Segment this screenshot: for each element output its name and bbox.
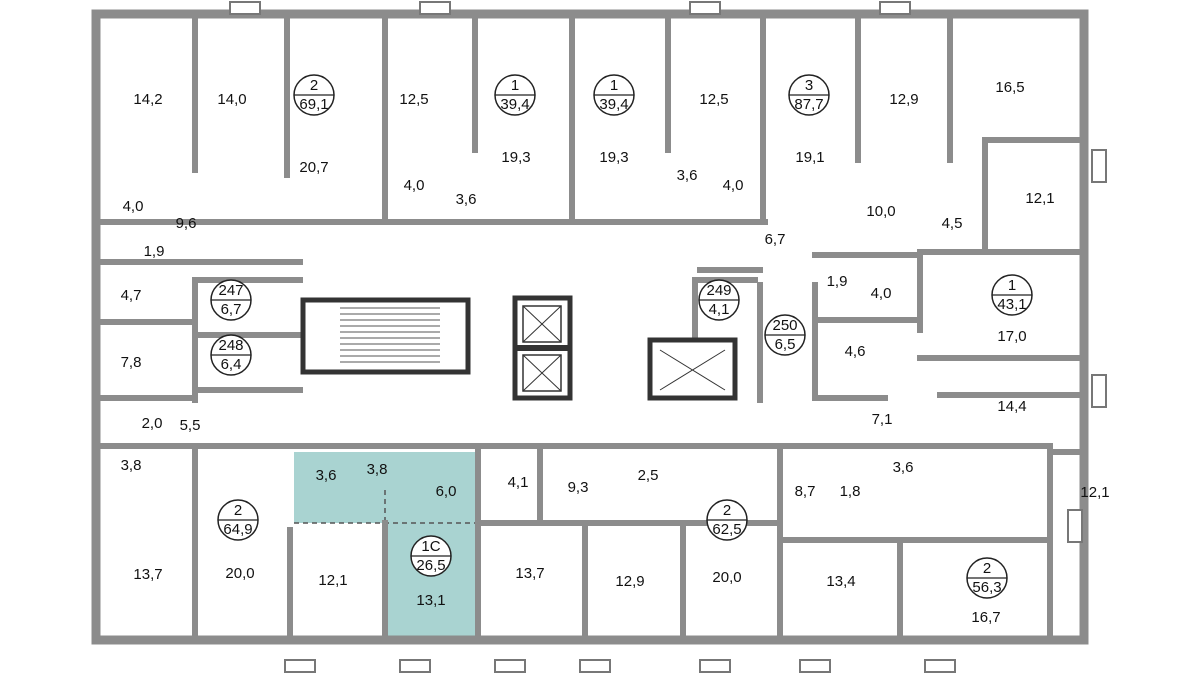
room-area-label: 4,7 bbox=[121, 287, 142, 304]
room-area-label: 4,1 bbox=[508, 474, 529, 491]
apartment-badge[interactable]: 256,3 bbox=[966, 557, 1008, 599]
apartment-badge-area: 26,5 bbox=[416, 557, 445, 574]
common-room-badge-area: 6,7 bbox=[221, 301, 242, 318]
apartment-badge-area: 56,3 bbox=[972, 579, 1001, 596]
apartment-badge[interactable]: 1С 26,5 bbox=[410, 535, 452, 577]
apartment-badge-area: 39,4 bbox=[500, 96, 529, 113]
room-area-label: 14,4 bbox=[997, 398, 1026, 415]
room-area-label: 1,8 bbox=[840, 483, 861, 500]
room-area-label: 14,0 bbox=[217, 91, 246, 108]
apartment-badge-area: 64,9 bbox=[223, 521, 252, 538]
apartment-badge[interactable]: 139,4 bbox=[494, 74, 536, 116]
room-area-label: 4,5 bbox=[942, 215, 963, 232]
room-area-label: 12,1 bbox=[1025, 190, 1054, 207]
elevator-3 bbox=[647, 337, 738, 401]
room-area-label: 13,4 bbox=[826, 573, 855, 590]
elevator-2 bbox=[522, 354, 562, 392]
room-area-label: 4,0 bbox=[404, 177, 425, 194]
room-area-label: 12,5 bbox=[399, 91, 428, 108]
windows bbox=[229, 1, 1107, 673]
common-room-badge-top: 247 bbox=[218, 282, 243, 299]
common-room-badge-top: 248 bbox=[218, 337, 243, 354]
apartment-badge-area: 87,7 bbox=[794, 96, 823, 113]
room-area-label: 4,0 bbox=[123, 198, 144, 215]
common-room-badge-area: 6,4 bbox=[221, 356, 242, 373]
room-area-label: 17,0 bbox=[997, 328, 1026, 345]
room-area-label: 4,6 bbox=[845, 343, 866, 360]
stair-and-elevators bbox=[300, 295, 738, 401]
room-area-label: 5,5 bbox=[180, 417, 201, 434]
apartment-badge-top: 1 bbox=[511, 77, 519, 94]
apartment-badge[interactable]: 387,7 bbox=[788, 74, 830, 116]
room-area-label: 12,9 bbox=[889, 91, 918, 108]
room-area-label: 14,2 bbox=[133, 91, 162, 108]
room-area-label: 19,3 bbox=[599, 149, 628, 166]
apartment-badge-area: 69,1 bbox=[299, 96, 328, 113]
common-room-badge-area: 4,1 bbox=[709, 301, 730, 318]
apartment-badge[interactable]: 269,1 bbox=[293, 74, 335, 116]
room-area-label: 13,7 bbox=[133, 566, 162, 583]
common-room-badge-top: 249 bbox=[706, 282, 731, 299]
apartment-badge-top: 3 bbox=[805, 77, 813, 94]
room-area-label: 20,7 bbox=[299, 159, 328, 176]
room-area-label: 19,3 bbox=[501, 149, 530, 166]
room-area-label: 9,6 bbox=[176, 215, 197, 232]
room-area-label: 6,7 bbox=[765, 231, 786, 248]
room-area-label: 20,0 bbox=[712, 569, 741, 586]
room-area-label: 20,0 bbox=[225, 565, 254, 582]
interior-walls bbox=[97, 11, 1083, 643]
room-area-label: 3,6 bbox=[893, 459, 914, 476]
room-area-label: 2,0 bbox=[142, 415, 163, 432]
room-area-label: 8,7 bbox=[795, 483, 816, 500]
room-area-label: 19,1 bbox=[795, 149, 824, 166]
apartment-badge[interactable]: 264,9 bbox=[217, 499, 259, 541]
apartment-badge-top: 1 bbox=[1008, 277, 1016, 294]
apartment-badge-area: 39,4 bbox=[599, 96, 628, 113]
room-area-label: 12,9 bbox=[615, 573, 644, 590]
apartment-badge-top: 1 bbox=[610, 77, 618, 94]
room-area-label: 12,1 bbox=[318, 572, 347, 589]
room-area-label: 1,9 bbox=[144, 243, 165, 260]
apartment-badge-top: 2 bbox=[310, 77, 318, 94]
outer-walls bbox=[91, 9, 1089, 645]
apartment-badge-top: 2 bbox=[234, 502, 242, 519]
room-area-label: 16,7 bbox=[971, 609, 1000, 626]
room-area-label: 13,7 bbox=[515, 565, 544, 582]
room-area-label: 4,0 bbox=[871, 285, 892, 302]
room-area-label: 9,3 bbox=[568, 479, 589, 496]
room-area-label: 10,0 bbox=[866, 203, 895, 220]
room-area-label: 6,0 bbox=[436, 483, 457, 500]
room-area-label: 3,8 bbox=[367, 461, 388, 478]
room-area-label: 1,9 bbox=[827, 273, 848, 290]
elevator-1 bbox=[522, 305, 562, 343]
room-area-label: 7,8 bbox=[121, 354, 142, 371]
room-area-label: 7,1 bbox=[872, 411, 893, 428]
apartment-badge[interactable]: 143,1 bbox=[991, 274, 1033, 316]
room-area-label: 3,8 bbox=[121, 457, 142, 474]
room-area-label: 4,0 bbox=[723, 177, 744, 194]
room-area-label: 3,6 bbox=[316, 467, 337, 484]
apartment-badge-top: 2 bbox=[723, 502, 731, 519]
common-room-badge-top: 250 bbox=[772, 317, 797, 334]
apartment-badge-top: 2 bbox=[983, 560, 991, 577]
room-area-label: 12,5 bbox=[699, 91, 728, 108]
apartment-badge[interactable]: 262,5 bbox=[706, 499, 748, 541]
apartment-badge-top: 1С bbox=[421, 538, 440, 555]
room-area-label: 3,6 bbox=[677, 167, 698, 184]
room-area-label: 3,6 bbox=[456, 191, 477, 208]
room-area-label: 16,5 bbox=[995, 79, 1024, 96]
apartment-badge-area: 62,5 bbox=[712, 521, 741, 538]
room-area-label: 12,1 bbox=[1080, 484, 1109, 501]
apartment-badge-area: 43,1 bbox=[997, 296, 1026, 313]
room-area-label: 13,1 bbox=[416, 592, 445, 609]
room-area-label: 2,5 bbox=[638, 467, 659, 484]
apartment-badge[interactable]: 139,4 bbox=[593, 74, 635, 116]
common-room-badge-area: 6,5 bbox=[775, 336, 796, 353]
